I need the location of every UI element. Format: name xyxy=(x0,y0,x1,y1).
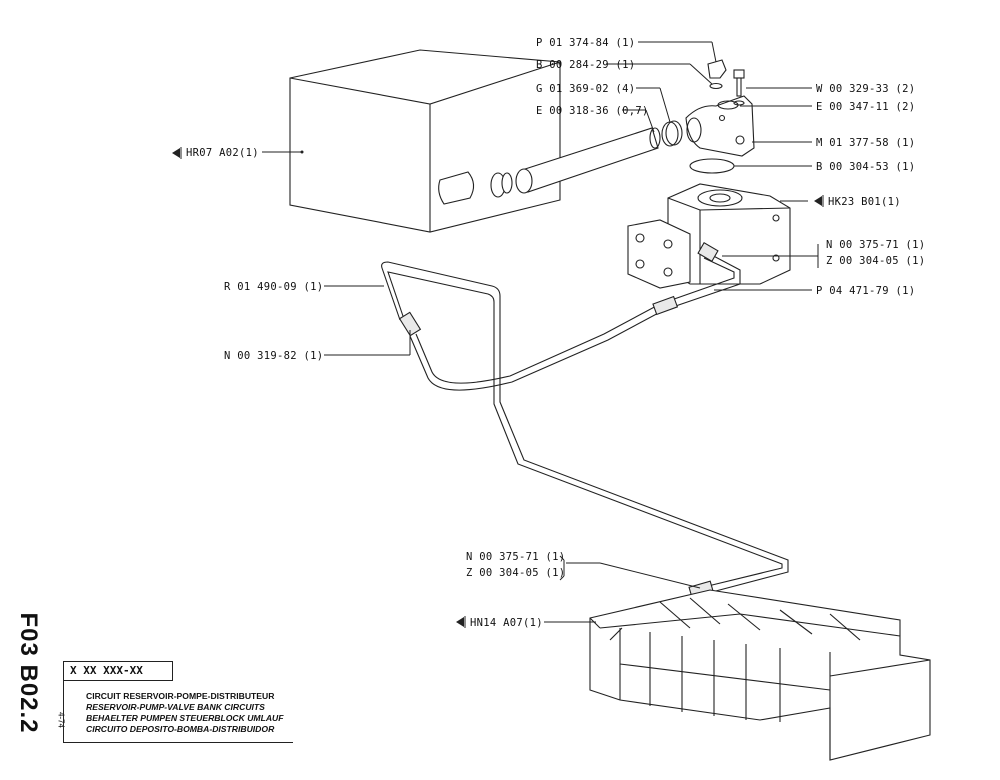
hose-clamp xyxy=(661,120,683,147)
pipe-nut-left xyxy=(398,311,422,337)
title-fr: CIRCUIT RESERVOIR-POMPE-DISTRIBUTEUR xyxy=(86,691,275,701)
callout-n00-375-71-bottom: N 00 375-71 (1) xyxy=(466,551,565,563)
callout-e00-318-36: E 00 318-36 (0,7) xyxy=(536,105,649,117)
ref-arrow-icon xyxy=(172,148,180,158)
callout-m01-377-58: M 01 377-58 (1) xyxy=(816,137,915,149)
callout-n00-319-82: N 00 319-82 (1) xyxy=(224,350,323,362)
plug-and-bolt xyxy=(707,59,745,106)
suction-hose xyxy=(515,127,661,194)
ref-arrow-icon xyxy=(456,617,464,627)
ref-arrow-icon xyxy=(814,196,822,206)
tank-outlet-fitting xyxy=(438,171,513,205)
callout-p04-471-79: P 04 471-79 (1) xyxy=(816,285,915,297)
callout-n00-375-71-top: N 00 375-71 (1) xyxy=(826,239,925,251)
pipe-nut-mid xyxy=(652,295,679,316)
callout-g01-369-02: G 01 369-02 (4) xyxy=(536,83,635,95)
callout-b00-284-29: B 00 284-29 (1) xyxy=(536,59,635,71)
callout-p01-374-84: P 01 374-84 (1) xyxy=(536,37,635,49)
part-code-box: X XX XXX-XX xyxy=(63,661,173,681)
pump-elbow xyxy=(685,95,755,157)
callout-z00-304-05-top: Z 00 304-05 (1) xyxy=(826,255,925,267)
title-block: CIRCUIT RESERVOIR-POMPE-DISTRIBUTEUR RES… xyxy=(63,681,293,743)
pipe-nut-pump xyxy=(697,242,719,262)
callout-e00-347-11: E 00 347-11 (2) xyxy=(816,101,915,113)
title-de: BEHAELTER PUMPEN STEUERBLOCK UMLAUF xyxy=(86,713,284,723)
pump-body xyxy=(627,183,791,289)
callout-hk23-b01: HK23 B01(1) xyxy=(828,196,901,208)
callout-r01-490-09: R 01 490-09 (1) xyxy=(224,281,323,293)
callout-w00-329-33: W 00 329-33 (2) xyxy=(816,83,915,95)
callout-z00-304-05-bottom: Z 00 304-05 (1) xyxy=(466,567,565,579)
o-ring xyxy=(689,158,735,174)
leader-lines xyxy=(262,41,819,623)
callout-hr07-a02: HR07 A02(1) xyxy=(186,147,259,159)
title-en: RESERVOIR-PUMP-VALVE BANK CIRCUITS xyxy=(86,702,265,712)
callout-b00-304-53: B 00 304-53 (1) xyxy=(816,161,915,173)
callout-hn14-a07: HN14 A07(1) xyxy=(470,617,543,629)
sheet-id: F03 B02.2 xyxy=(15,612,42,734)
reservoir-tank xyxy=(289,49,561,233)
pipe-r01 xyxy=(381,261,789,593)
title-es: CIRCUITO DEPOSITO-BOMBA-DISTRIBUIDOR xyxy=(86,724,275,734)
valve-bank xyxy=(589,589,931,761)
